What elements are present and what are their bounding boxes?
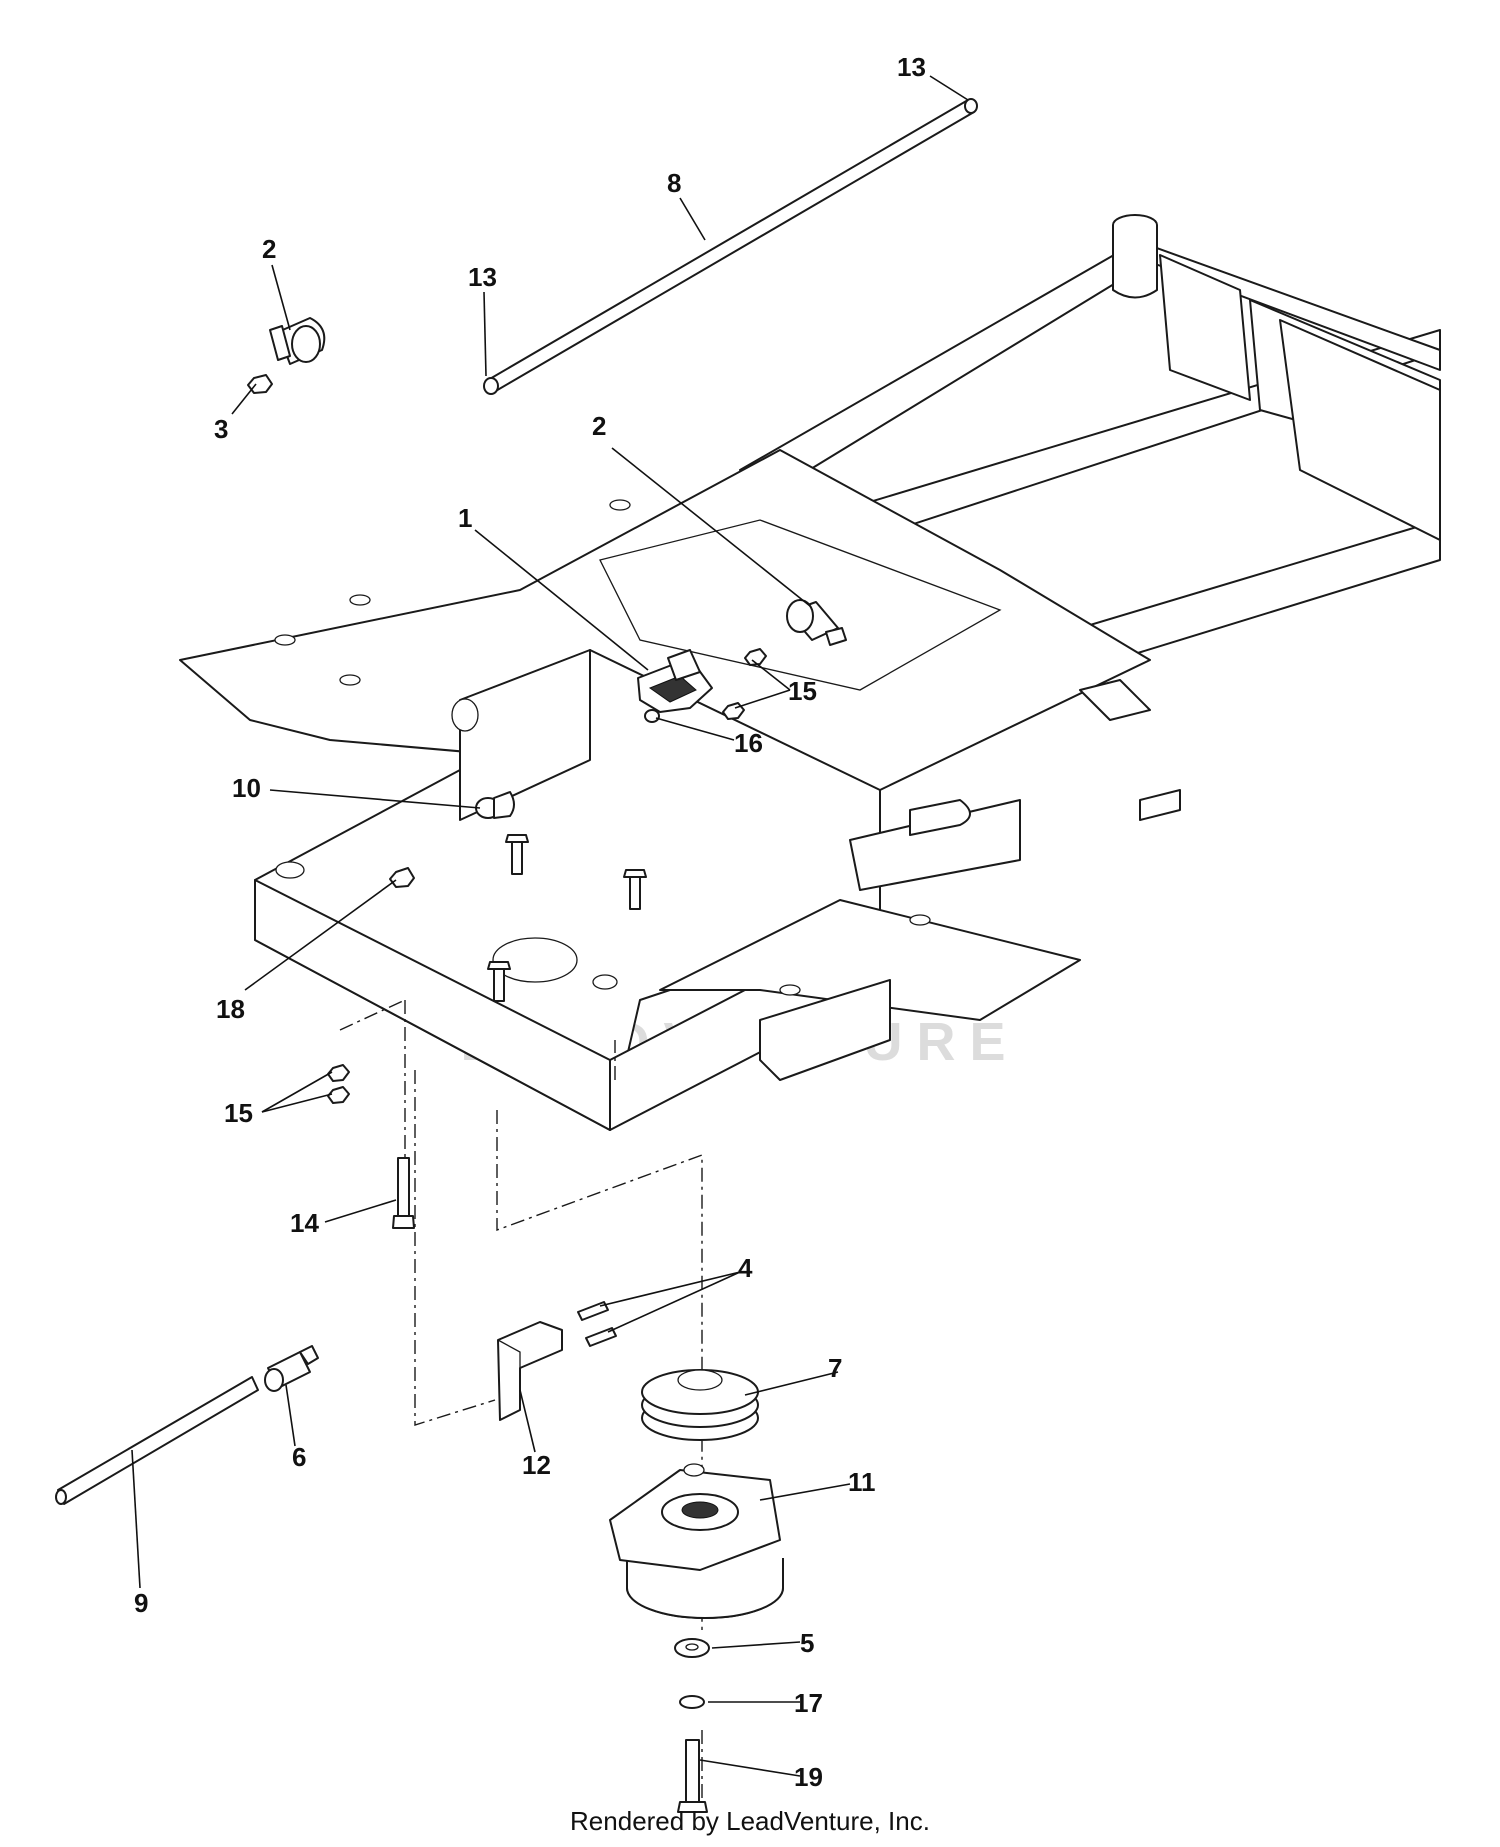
switch-part-1 (637, 649, 713, 713)
callout-2-frame: 2 (592, 411, 606, 441)
washer-part-5 (674, 1638, 710, 1658)
callout-14: 14 (290, 1208, 319, 1238)
callout-15-left: 15 (224, 1098, 253, 1128)
callouts: 13 8 2 13 3 2 1 15 16 10 18 15 14 4 7 6 … (134, 52, 926, 1792)
nut-part-18 (389, 867, 415, 888)
callout-3: 3 (214, 414, 228, 444)
leader-lines (131, 75, 969, 1777)
callout-15-frame: 15 (788, 676, 817, 706)
bracket-part-12 (497, 1321, 563, 1421)
sensor-part-2-left (269, 317, 326, 365)
bolt-part-14 (392, 1157, 415, 1229)
callout-7: 7 (828, 1353, 842, 1383)
sensor-part-2-frame (786, 599, 847, 646)
callout-2-left: 2 (262, 234, 276, 264)
callout-4: 4 (738, 1253, 753, 1283)
screw-part-4 (577, 1301, 617, 1347)
nut-part-15-left (327, 1064, 350, 1104)
callout-16: 16 (734, 728, 763, 758)
callout-1: 1 (458, 503, 472, 533)
callout-12: 12 (522, 1450, 551, 1480)
callout-6: 6 (292, 1442, 306, 1472)
callout-8: 8 (667, 168, 681, 198)
callout-13-top: 13 (897, 52, 926, 82)
callout-10: 10 (232, 773, 261, 803)
deck-bolts (487, 834, 647, 1002)
callout-19: 19 (794, 1762, 823, 1792)
clutch-part-11 (609, 1463, 784, 1619)
callout-17: 17 (794, 1688, 823, 1718)
grommet-part-16 (644, 709, 660, 723)
callout-13-left: 13 (468, 262, 497, 292)
lockwasher-part-17 (679, 1695, 705, 1709)
bolt-part-19 (677, 1739, 708, 1813)
pipe-part-9 (55, 1376, 259, 1505)
callout-9: 9 (134, 1588, 148, 1618)
callout-18: 18 (216, 994, 245, 1024)
callout-5: 5 (800, 1628, 814, 1658)
nut-part-3 (247, 374, 273, 394)
footer-credit: Rendered by LeadVenture, Inc. (570, 1806, 930, 1836)
fitting-part-6 (264, 1345, 319, 1392)
rod-part-8 (483, 98, 978, 395)
pulley-part-7 (641, 1369, 759, 1441)
nut-part-15-frame (722, 648, 767, 720)
callout-11: 11 (848, 1467, 876, 1497)
main-frame (179, 214, 1441, 1131)
